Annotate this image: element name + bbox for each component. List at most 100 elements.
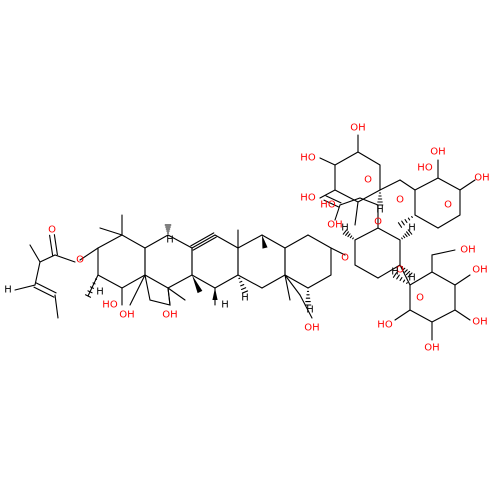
hashed-bond — [411, 215, 413, 219]
ring-a-bond — [97, 274, 123, 289]
glycosidic-bond — [379, 179, 401, 191]
bond-lines — [14, 134, 476, 341]
hashed-bond — [397, 222, 403, 228]
stereo-hydrogen: H — [306, 305, 314, 316]
ring-c-bond — [191, 274, 216, 289]
hydroxyl-label: OH — [472, 265, 487, 276]
hydroxyl-label: OH — [304, 323, 319, 334]
ester-bond — [39, 254, 76, 263]
hydroxyl-label: OH — [424, 343, 439, 354]
glycosidic-bond — [354, 201, 359, 226]
hashed-bond — [399, 277, 403, 281]
stereo-hydrogen: H — [408, 223, 416, 234]
ring-b-bond — [144, 274, 169, 289]
hashed-bond — [404, 269, 408, 273]
bond — [87, 274, 99, 297]
hashed-bond — [84, 294, 92, 298]
ara-ring-bond — [414, 177, 439, 191]
wedge-bond — [262, 235, 268, 249]
hashed-bond — [240, 287, 247, 291]
bond — [284, 274, 301, 296]
ara-ring-bond — [414, 214, 439, 229]
bond — [319, 189, 336, 199]
bond — [167, 287, 171, 306]
methyl-bond — [167, 287, 186, 301]
hashed-bond — [407, 272, 413, 278]
hashed-bond — [407, 229, 413, 235]
hashed-bond — [401, 237, 403, 240]
ring-c-bond — [214, 274, 239, 289]
hashed-bond — [402, 267, 406, 271]
ring-a-bond — [121, 274, 146, 289]
bond — [299, 294, 313, 319]
hydroxyl-label: OH — [162, 310, 177, 321]
bond — [399, 179, 416, 191]
hashed-bond — [392, 272, 398, 278]
bond — [129, 274, 146, 306]
ring-b-bond — [144, 234, 169, 249]
glycosidic-oxygen: O — [396, 195, 404, 206]
methyl-bond — [54, 294, 59, 319]
glcA-ring-bond — [354, 264, 379, 279]
ring-d-bond — [261, 234, 286, 249]
bond — [334, 204, 341, 221]
glcA-ring-bond — [354, 227, 379, 241]
hashed-bond — [240, 284, 245, 287]
hashed-bond — [396, 274, 400, 280]
carbonyl-bond — [323, 199, 340, 208]
glcA-ring-bond — [377, 264, 401, 279]
hashed-bond — [404, 233, 408, 238]
hashed-bond — [345, 231, 349, 236]
hydroxyl-label: OH — [327, 220, 342, 231]
glycosidic-bond — [330, 247, 346, 256]
hydroxyl-label: HO — [300, 193, 316, 204]
bond — [431, 249, 456, 273]
wedge-bond — [192, 275, 203, 294]
glc-ring-bond — [409, 271, 433, 286]
hydroxyl-label: OH — [350, 123, 365, 134]
stereo-hydrogen: H — [408, 273, 416, 284]
hydroxyl-label: HO — [300, 153, 316, 164]
hashed-bond — [352, 237, 354, 240]
ring-e-bond — [284, 274, 309, 289]
ring-oxygen: O — [364, 175, 372, 186]
bond — [459, 179, 476, 191]
ara-ring-bond — [437, 214, 461, 229]
double-bond — [190, 232, 215, 247]
hashed-bond — [406, 281, 408, 285]
methyl-bond — [29, 244, 41, 263]
ether-oxygen: O — [341, 253, 349, 264]
ring-e-bond — [284, 234, 309, 249]
hydroxyl-label: HO — [417, 163, 433, 174]
bond — [14, 261, 41, 291]
carbonyl-bond — [49, 234, 54, 256]
carbonyl-bond — [53, 234, 58, 256]
carboxyl-oxygen: HO — [320, 200, 336, 211]
ester-oxygen: O — [76, 255, 84, 266]
hashed-bond — [241, 290, 249, 294]
double-bond — [35, 282, 57, 294]
ring-d-bond — [261, 274, 286, 289]
hashed-bond — [402, 279, 406, 283]
hashed-bond — [342, 229, 348, 235]
glcA-ring-bond — [377, 227, 401, 241]
bridge-bond — [144, 274, 171, 306]
glc-ring-bond — [431, 271, 456, 286]
ring-a-bond — [121, 234, 146, 249]
hydroxyl-label: OH — [472, 317, 487, 328]
ring-oxygen: O — [416, 293, 424, 304]
hashed-bond — [347, 233, 351, 238]
ring-d-bond — [237, 274, 263, 289]
xyl-ring-bond — [334, 151, 359, 166]
ring-a-bond — [97, 234, 123, 249]
stereo-hydrogen: H — [166, 235, 174, 246]
hydroxyl-label: OH — [460, 245, 475, 256]
hashed-bond — [92, 282, 96, 285]
hashed-bond — [87, 290, 93, 294]
stereo-hydrogen: H — [241, 293, 249, 304]
bond — [79, 247, 99, 261]
bond — [454, 274, 471, 286]
stereo-hydrogen: H — [376, 205, 384, 216]
ring-c-bond — [214, 234, 239, 249]
